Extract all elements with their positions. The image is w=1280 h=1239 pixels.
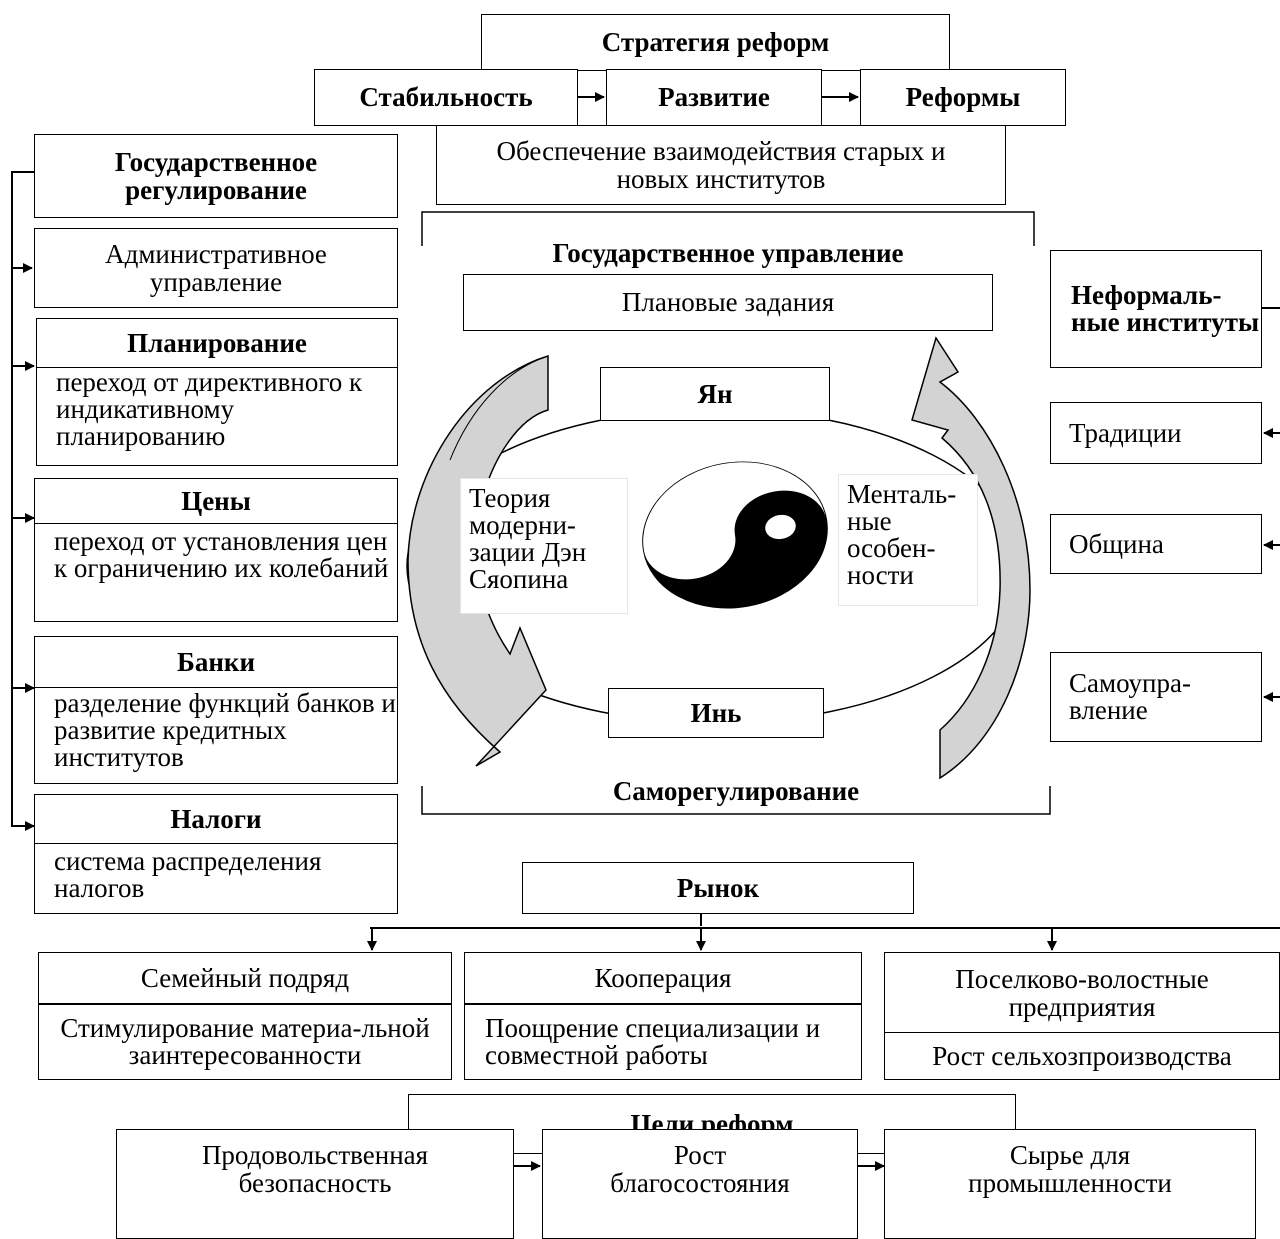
state-regulation-title: Государственное регулирование [34,134,398,218]
left-bracket [11,171,34,827]
modernization-theory-note: Теория модерни-зации Дэн Сяопина [460,478,628,614]
goal-food-security: Продовольственная безопасность [116,1129,514,1239]
strategy-title: Стратегия реформ [481,14,950,71]
bottom-bracket [421,786,1051,815]
cooperation-title: Кооперация [464,952,862,1004]
right-cycle-arrow [911,336,1031,780]
stage-development: Развитие [606,69,822,126]
taxes-title: Налоги [34,794,398,844]
top-bracket [421,211,1035,246]
goal-welfare: Рост благосостояния [542,1129,858,1239]
plan-tasks: Плановые задания [463,274,993,331]
taxes-desc: система распределения налогов [54,846,322,903]
community-box: Община [1050,514,1262,574]
cooperation-desc: Поощрение специализации и совместной раб… [464,1004,862,1080]
township-enterprises-title: Поселково-волостные предприятия [884,952,1280,1034]
banks-title: Банки [34,636,398,688]
banks-desc: разделение функций банков и развитие кре… [54,688,396,772]
family-contract-title: Семейный подряд [38,952,452,1004]
township-enterprises-desc: Рост сельхозпроизводства [884,1032,1280,1080]
yin-yang-icon [642,461,828,609]
traditions-box: Традиции [1050,402,1262,464]
interaction-box: Обеспечение взаимодействия старых и новы… [436,125,1006,205]
stage-reforms: Реформы [860,69,1066,126]
market-title: Рынок [522,862,914,914]
self-regulation-label: Саморегулирование [612,776,860,806]
admin-management: Административное управление [34,228,398,308]
state-management-label: Государственное управление [552,238,904,268]
yin-box: Инь [608,688,824,738]
planning-title: Планирование [36,318,398,368]
prices-desc: переход от установления цен к ограничени… [54,526,389,583]
informal-institutions-title: Неформаль-ные институты [1050,250,1262,368]
planning-desc: переход от директивного к индикативному … [56,367,363,451]
goal-raw-materials: Сырье для промышленности [884,1129,1256,1239]
stage-stability: Стабильность [314,69,578,126]
prices-title: Цены [34,478,398,524]
self-government-box: Самоупра-вление [1050,652,1262,742]
mental-features-note: Менталь-ные особен-ности [838,474,978,606]
family-contract-desc: Стимулирование материа-льной заинтересов… [38,1004,452,1080]
yang-box: Ян [600,367,830,421]
